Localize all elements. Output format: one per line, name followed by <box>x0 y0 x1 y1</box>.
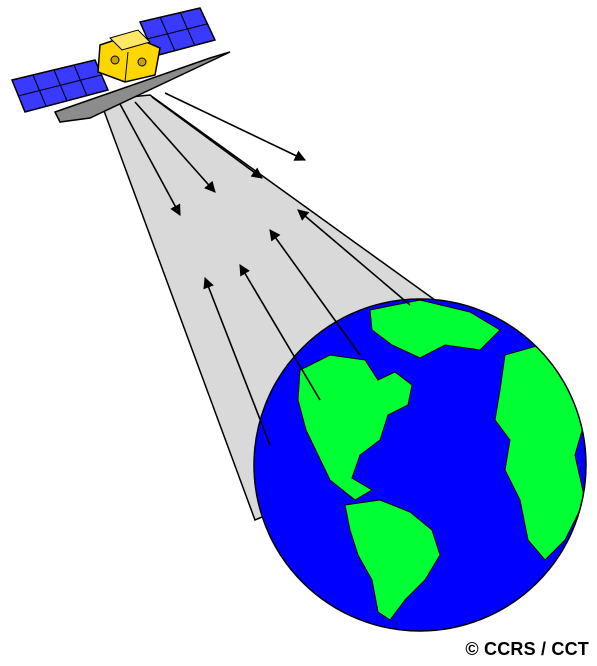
earth-globe-icon <box>254 299 588 631</box>
copyright-credit: © CCRS / CCT <box>465 639 589 660</box>
